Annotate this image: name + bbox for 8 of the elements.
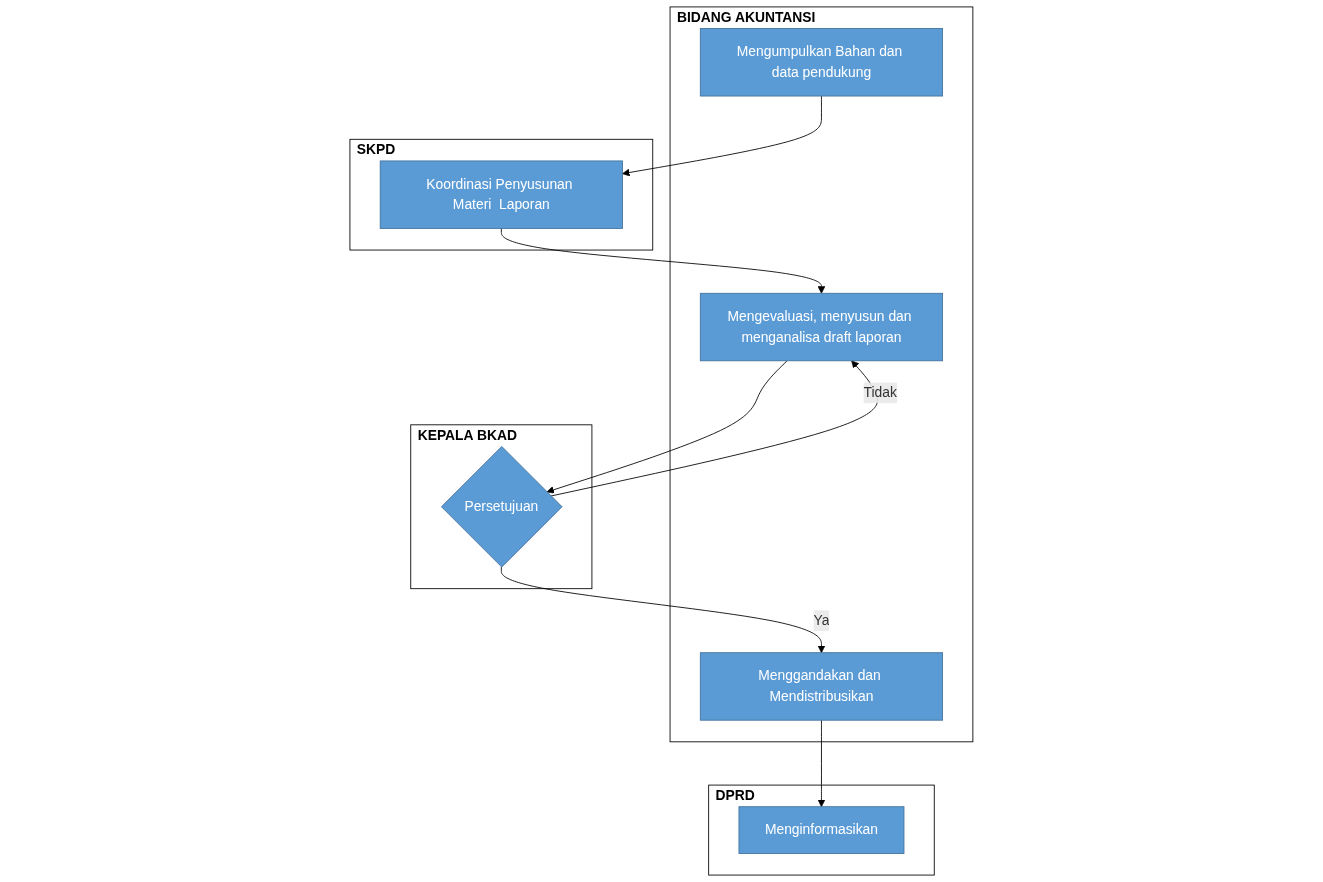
- node-box: Koordinasi Penyusunan Materi Laporan: [379, 160, 623, 229]
- edge-label: Tidak: [863, 385, 897, 400]
- node-box: Mengumpulkan Bahan dan data pendukung: [700, 28, 944, 97]
- node-diamond: Persetujuan: [441, 446, 563, 568]
- node-box: Menggandakan dan Mendistribusikan: [700, 652, 944, 721]
- node-box: Menginformasikan: [738, 806, 905, 854]
- edge-label: Ya: [813, 612, 830, 628]
- node-box: Mengevaluasi, menyusun dan menganalisa draft laporan: [700, 292, 944, 362]
